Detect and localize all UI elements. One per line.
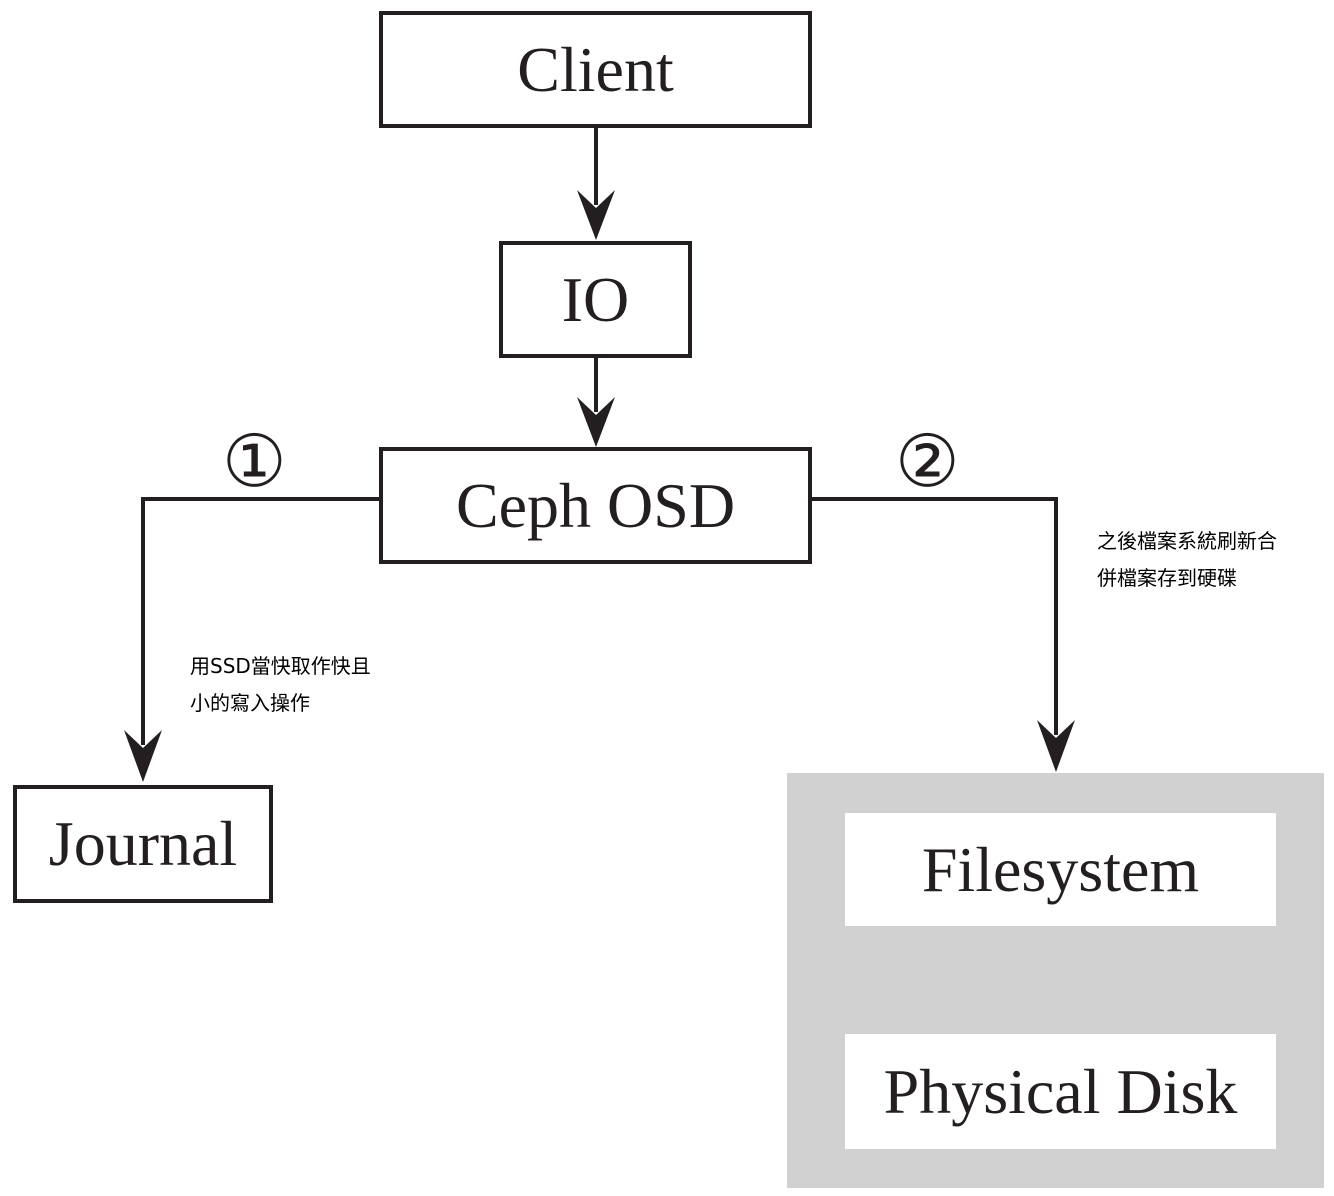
ceph-osd-box: Ceph OSD (379, 447, 812, 564)
journal-label: Journal (48, 808, 238, 879)
arrowhead-io (577, 190, 615, 240)
physical-disk-label: Physical Disk (883, 1055, 1238, 1127)
physical-disk-box: Physical Disk (845, 1034, 1276, 1149)
edge-osd-to-storage (810, 497, 1058, 735)
step-2-marker: ② (895, 419, 960, 503)
filesystem-label: Filesystem (921, 833, 1200, 905)
journal-box: Journal (13, 785, 273, 903)
client-box: Client (379, 11, 812, 128)
journal-note: 用SSD當快取作快且 小的寫入操作 (190, 648, 371, 722)
ceph-osd-label: Ceph OSD (455, 469, 736, 541)
io-label: IO (561, 263, 630, 335)
journal-note-line-1: 用SSD當快取作快且 (190, 654, 371, 678)
arrowhead-storage (1037, 720, 1075, 772)
arrowhead-osd (577, 397, 615, 447)
storage-note-line-1: 之後檔案系統刷新合 (1097, 529, 1277, 553)
step-1-marker: ① (222, 419, 287, 503)
client-label: Client (517, 33, 674, 105)
storage-note: 之後檔案系統刷新合 併檔案存到硬碟 (1097, 523, 1277, 597)
edge-osd-to-journal (141, 497, 380, 745)
storage-note-line-2: 併檔案存到硬碟 (1097, 566, 1237, 590)
filesystem-box: Filesystem (845, 813, 1276, 926)
journal-note-line-2: 小的寫入操作 (190, 691, 310, 715)
io-box: IO (499, 241, 692, 358)
arrowhead-journal (124, 730, 162, 782)
